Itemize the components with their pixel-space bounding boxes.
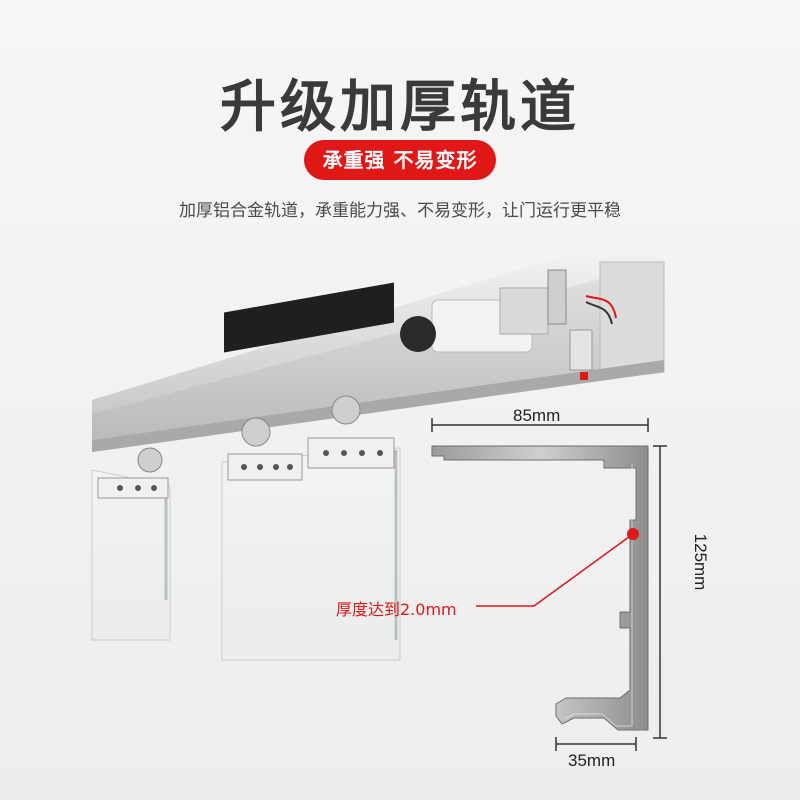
- width-bottom-label: 35mm: [568, 751, 616, 770]
- rail-profile-section: [431, 445, 649, 731]
- width-top-label: 85mm: [513, 406, 561, 425]
- page-title: 升级加厚轨道: [220, 75, 580, 140]
- motor-assembly: [224, 269, 617, 380]
- dimension-right: [653, 445, 667, 739]
- roller-hangers: [97, 395, 395, 499]
- height-right-label: 125mm: [691, 533, 710, 591]
- thickness-callout: [476, 528, 639, 607]
- dimension-bottom: [555, 737, 637, 751]
- thickness-label: 厚度达到2.0mm: [336, 600, 457, 619]
- glass-panels: [91, 447, 401, 661]
- dimension-top: [431, 418, 649, 432]
- feature-badge: 承重强 不易变形: [304, 140, 496, 180]
- feature-description: 加厚铝合金轨道，承重能力强、不易变形，让门运行更平稳: [179, 201, 621, 221]
